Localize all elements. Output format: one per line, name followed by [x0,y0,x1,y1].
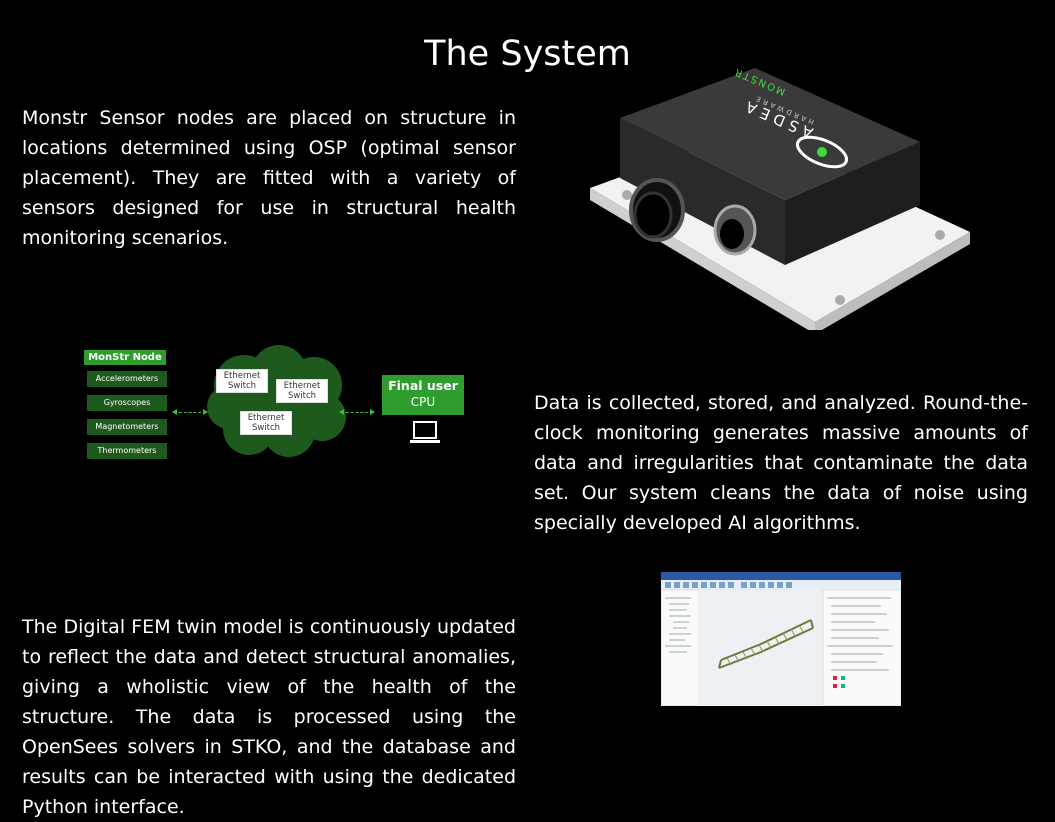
final-user-label: Final user [388,378,458,393]
cable-gland-large [629,178,685,242]
sensor-accelerometers: Accelerometers [87,371,167,387]
laptop-icon [410,421,440,443]
monstr-node-label: MonStr Node [84,350,166,365]
link-arrow-left [172,409,208,415]
sensor-nodes-paragraph: Monstr Sensor nodes are placed on struct… [22,107,516,249]
data-analysis-paragraph: Data is collected, stored, and analyzed.… [534,392,1028,534]
monstr-device-image: ASDEA HARDWARE MONSTR [590,65,970,330]
link-arrow-right [339,409,375,415]
sensor-thermometers: Thermometers [87,443,167,459]
sensor-gyroscopes: Gyroscopes [87,395,167,411]
page-title: The System [424,34,631,75]
stko-screenshot-graphic [661,572,901,706]
network-diagram: MonStr Node Accelerometers Gyroscopes Ma… [84,345,474,465]
ethernet-switch-1: Ethernet Switch [216,369,268,393]
stko-screenshot-image [661,572,901,706]
sensor-magnetometers: Magnetometers [87,419,167,435]
ethernet-switch-2: Ethernet Switch [276,379,328,403]
cable-gland-small [713,204,757,256]
final-user-cpu-label: CPU [410,395,436,409]
fem-twin-paragraph: The Digital FEM twin model is continuous… [22,616,516,818]
final-user-box: Final user CPU [382,375,464,415]
ethernet-switch-3: Ethernet Switch [240,411,292,435]
